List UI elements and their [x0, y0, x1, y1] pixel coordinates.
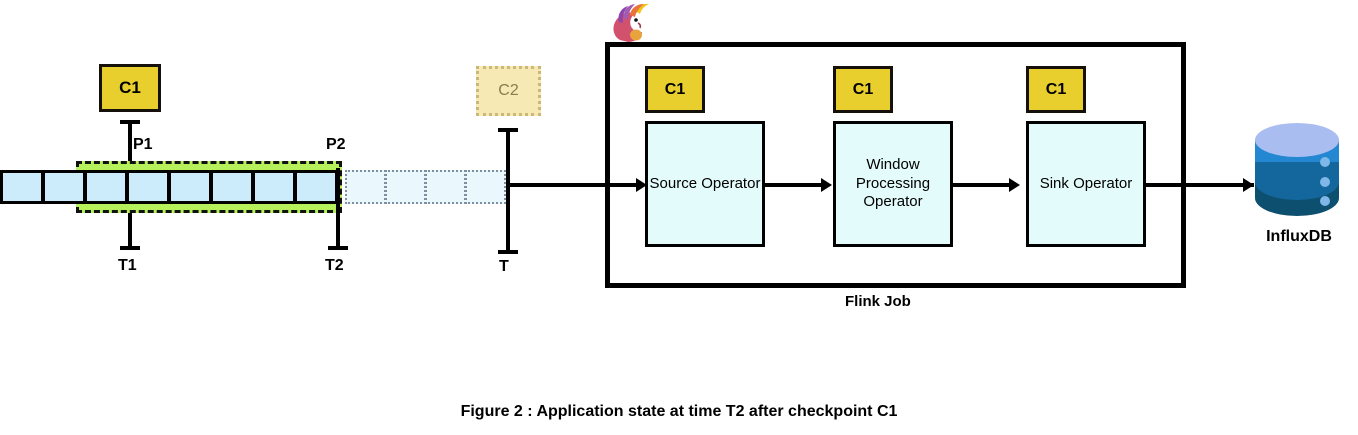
- database-label-influxdb: InfluxDB: [1266, 228, 1332, 245]
- marker-p2-t2-line: [336, 168, 340, 250]
- stream-cell: [252, 170, 296, 204]
- checkpoint-label: C1: [119, 78, 141, 97]
- source-to-window-arrowhead: [821, 178, 832, 192]
- stream-cell: [168, 170, 212, 204]
- marker-label-t1: T1: [118, 257, 137, 274]
- stream-cell-pending: [345, 170, 386, 204]
- flink-job-label: Flink Job: [845, 293, 911, 310]
- operator-label: Window Processing Operator: [855, 155, 931, 211]
- stream-cell-pending: [385, 170, 426, 204]
- operator-label: Sink Operator: [1039, 174, 1133, 192]
- checkpoint-label: C1: [1045, 80, 1067, 98]
- stream-cell-pending: [465, 170, 506, 204]
- checkpoint-label: C1: [664, 80, 686, 98]
- checkpoint-label: C1: [852, 80, 874, 98]
- checkpoint-box-c2-stream: C2: [476, 66, 541, 116]
- stream-cell: [42, 170, 86, 204]
- checkpoint-box-c1-stream: C1: [99, 64, 161, 112]
- operator-box-source: Source Operator: [645, 121, 765, 247]
- job-to-db-connector: [1146, 183, 1254, 187]
- marker-label-t2: T2: [325, 257, 344, 274]
- job-to-db-arrowhead: [1243, 178, 1254, 192]
- stream-cell: [210, 170, 254, 204]
- database-cylinder-icon: [1255, 123, 1339, 216]
- stream-to-job-connector: [506, 183, 643, 187]
- figure-caption: Figure 2 : Application state at time T2 …: [460, 403, 898, 420]
- marker-t-bottom-cap: [498, 250, 518, 254]
- stream-to-job-arrowhead: [636, 178, 647, 192]
- checkpoint-box-window-operator: C1: [833, 66, 893, 113]
- marker-t1-bottom-cap: [120, 246, 140, 250]
- window-to-sink-arrowhead: [1009, 178, 1020, 192]
- flink-job-container: [605, 42, 1186, 288]
- stream-cell: [126, 170, 170, 204]
- source-to-window-connector: [765, 183, 823, 187]
- checkpoint-label: C2: [498, 82, 519, 99]
- apache-flink-squirrel-logo: [613, 3, 649, 42]
- window-to-sink-connector: [953, 183, 1011, 187]
- operator-box-window-processing: Window Processing Operator: [833, 121, 953, 247]
- checkpoint-box-sink-operator: C1: [1026, 66, 1086, 113]
- marker-t-line: [506, 128, 510, 254]
- stream-cell-pending: [425, 170, 466, 204]
- marker-t2-bottom-cap: [328, 246, 348, 250]
- marker-label-t: T: [499, 258, 509, 275]
- marker-label-p2: P2: [326, 136, 346, 153]
- stream-cell: [0, 170, 44, 204]
- checkpoint-box-source-operator: C1: [645, 66, 705, 113]
- operator-label: Source Operator: [649, 174, 761, 192]
- marker-label-p1: P1: [133, 136, 153, 153]
- stream-cell: [294, 170, 338, 204]
- stream-cell: [84, 170, 128, 204]
- operator-box-sink: Sink Operator: [1026, 121, 1146, 247]
